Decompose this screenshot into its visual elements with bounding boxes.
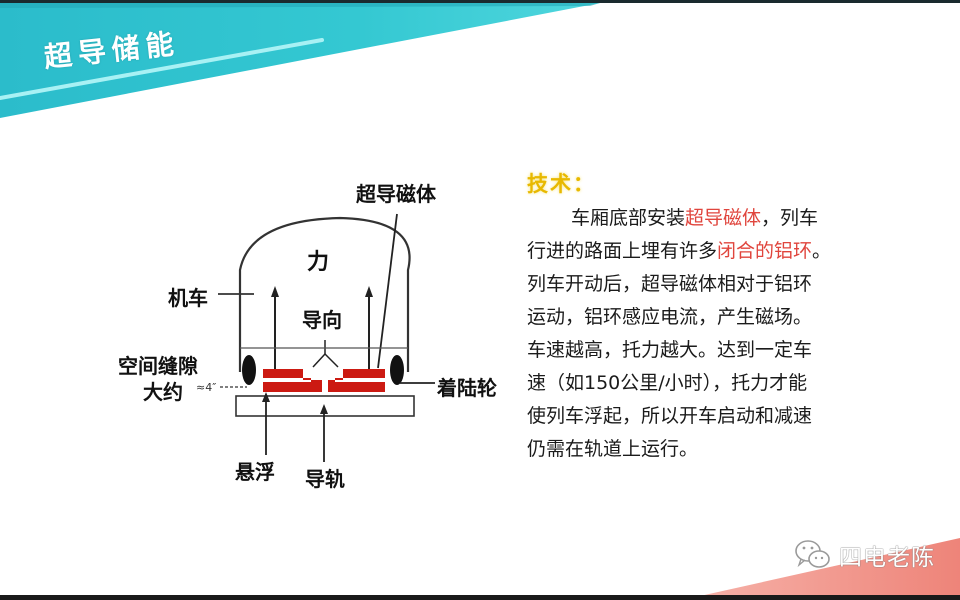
label-landing-wheel: 着陆轮: [437, 376, 497, 400]
technology-paragraph: 车厢底部安装超导磁体，列车行进的路面上埋有许多闭合的铝环。列车开动后，超导磁体相…: [527, 202, 867, 466]
label-force: 力: [307, 250, 330, 275]
label-locomotive: 机车: [168, 286, 208, 310]
paragraph-line: 仍需在轨道上运行。: [527, 433, 867, 466]
paragraph-line: 车速越高，托力越大。达到一定车: [527, 334, 867, 367]
label-levitation: 悬浮: [235, 460, 275, 484]
text-segment: 车速越高，托力越大。达到一定车: [527, 339, 813, 361]
text-segment: 行进的路面上埋有许多: [527, 240, 718, 262]
paragraph-line: 使列车浮起，所以开车启动和减速: [527, 400, 867, 433]
bottom-edge-bar: [0, 595, 960, 600]
text-segment: 列车开动后，超导磁体相对于铝环: [527, 273, 813, 295]
panel-heading: 技术：: [527, 172, 596, 196]
label-guidance: 导向: [302, 308, 342, 332]
text-segment: 仍需在轨道上运行。: [527, 438, 699, 460]
title-banner: [0, 3, 600, 118]
paragraph-line: 车厢底部安装超导磁体，列车: [527, 202, 867, 235]
text-segment: ，列车: [761, 207, 819, 229]
label-air-gap-approx: 大约: [143, 380, 183, 404]
top-edge-bar: [0, 0, 960, 3]
wechat-icon: [795, 540, 830, 568]
text-segment: 速（如150公里/小时），托力才能: [527, 372, 808, 394]
paragraph-line: 运动，铝环感应电流，产生磁场。: [527, 301, 867, 334]
label-gap-value: ≈4″: [196, 381, 217, 394]
paragraph-line: 列车开动后，超导磁体相对于铝环: [527, 268, 867, 301]
label-air-gap: 空间缝隙: [118, 354, 198, 378]
paragraph-line: 行进的路面上埋有许多闭合的铝环。: [527, 235, 867, 268]
label-superconducting-magnet: 超导磁体: [356, 182, 436, 206]
maglev-diagram: 超导磁体 力 机车 导向 空间缝隙 大约 ≈4″ 着陆轮 悬浮 导轨: [100, 170, 520, 491]
label-guide-rail: 导轨: [305, 467, 345, 491]
technology-panel: 技术： 车厢底部安装超导磁体，列车行进的路面上埋有许多闭合的铝环。列车开动后，超…: [527, 168, 867, 466]
highlighted-term: 闭合的铝环: [717, 240, 813, 262]
watermark: 四电老陈: [793, 538, 935, 572]
maglev-drawing: [218, 213, 435, 462]
text-segment: 车厢底部安装: [571, 207, 686, 229]
text-segment: 。: [812, 240, 832, 262]
paragraph-line: 速（如150公里/小时），托力才能: [527, 367, 867, 400]
text-segment: 使列车浮起，所以开车启动和减速: [527, 405, 813, 427]
highlighted-term: 超导磁体: [685, 207, 762, 229]
text-segment: 运动，铝环感应电流，产生磁场。: [527, 306, 813, 328]
watermark-text: 四电老陈: [839, 545, 935, 571]
